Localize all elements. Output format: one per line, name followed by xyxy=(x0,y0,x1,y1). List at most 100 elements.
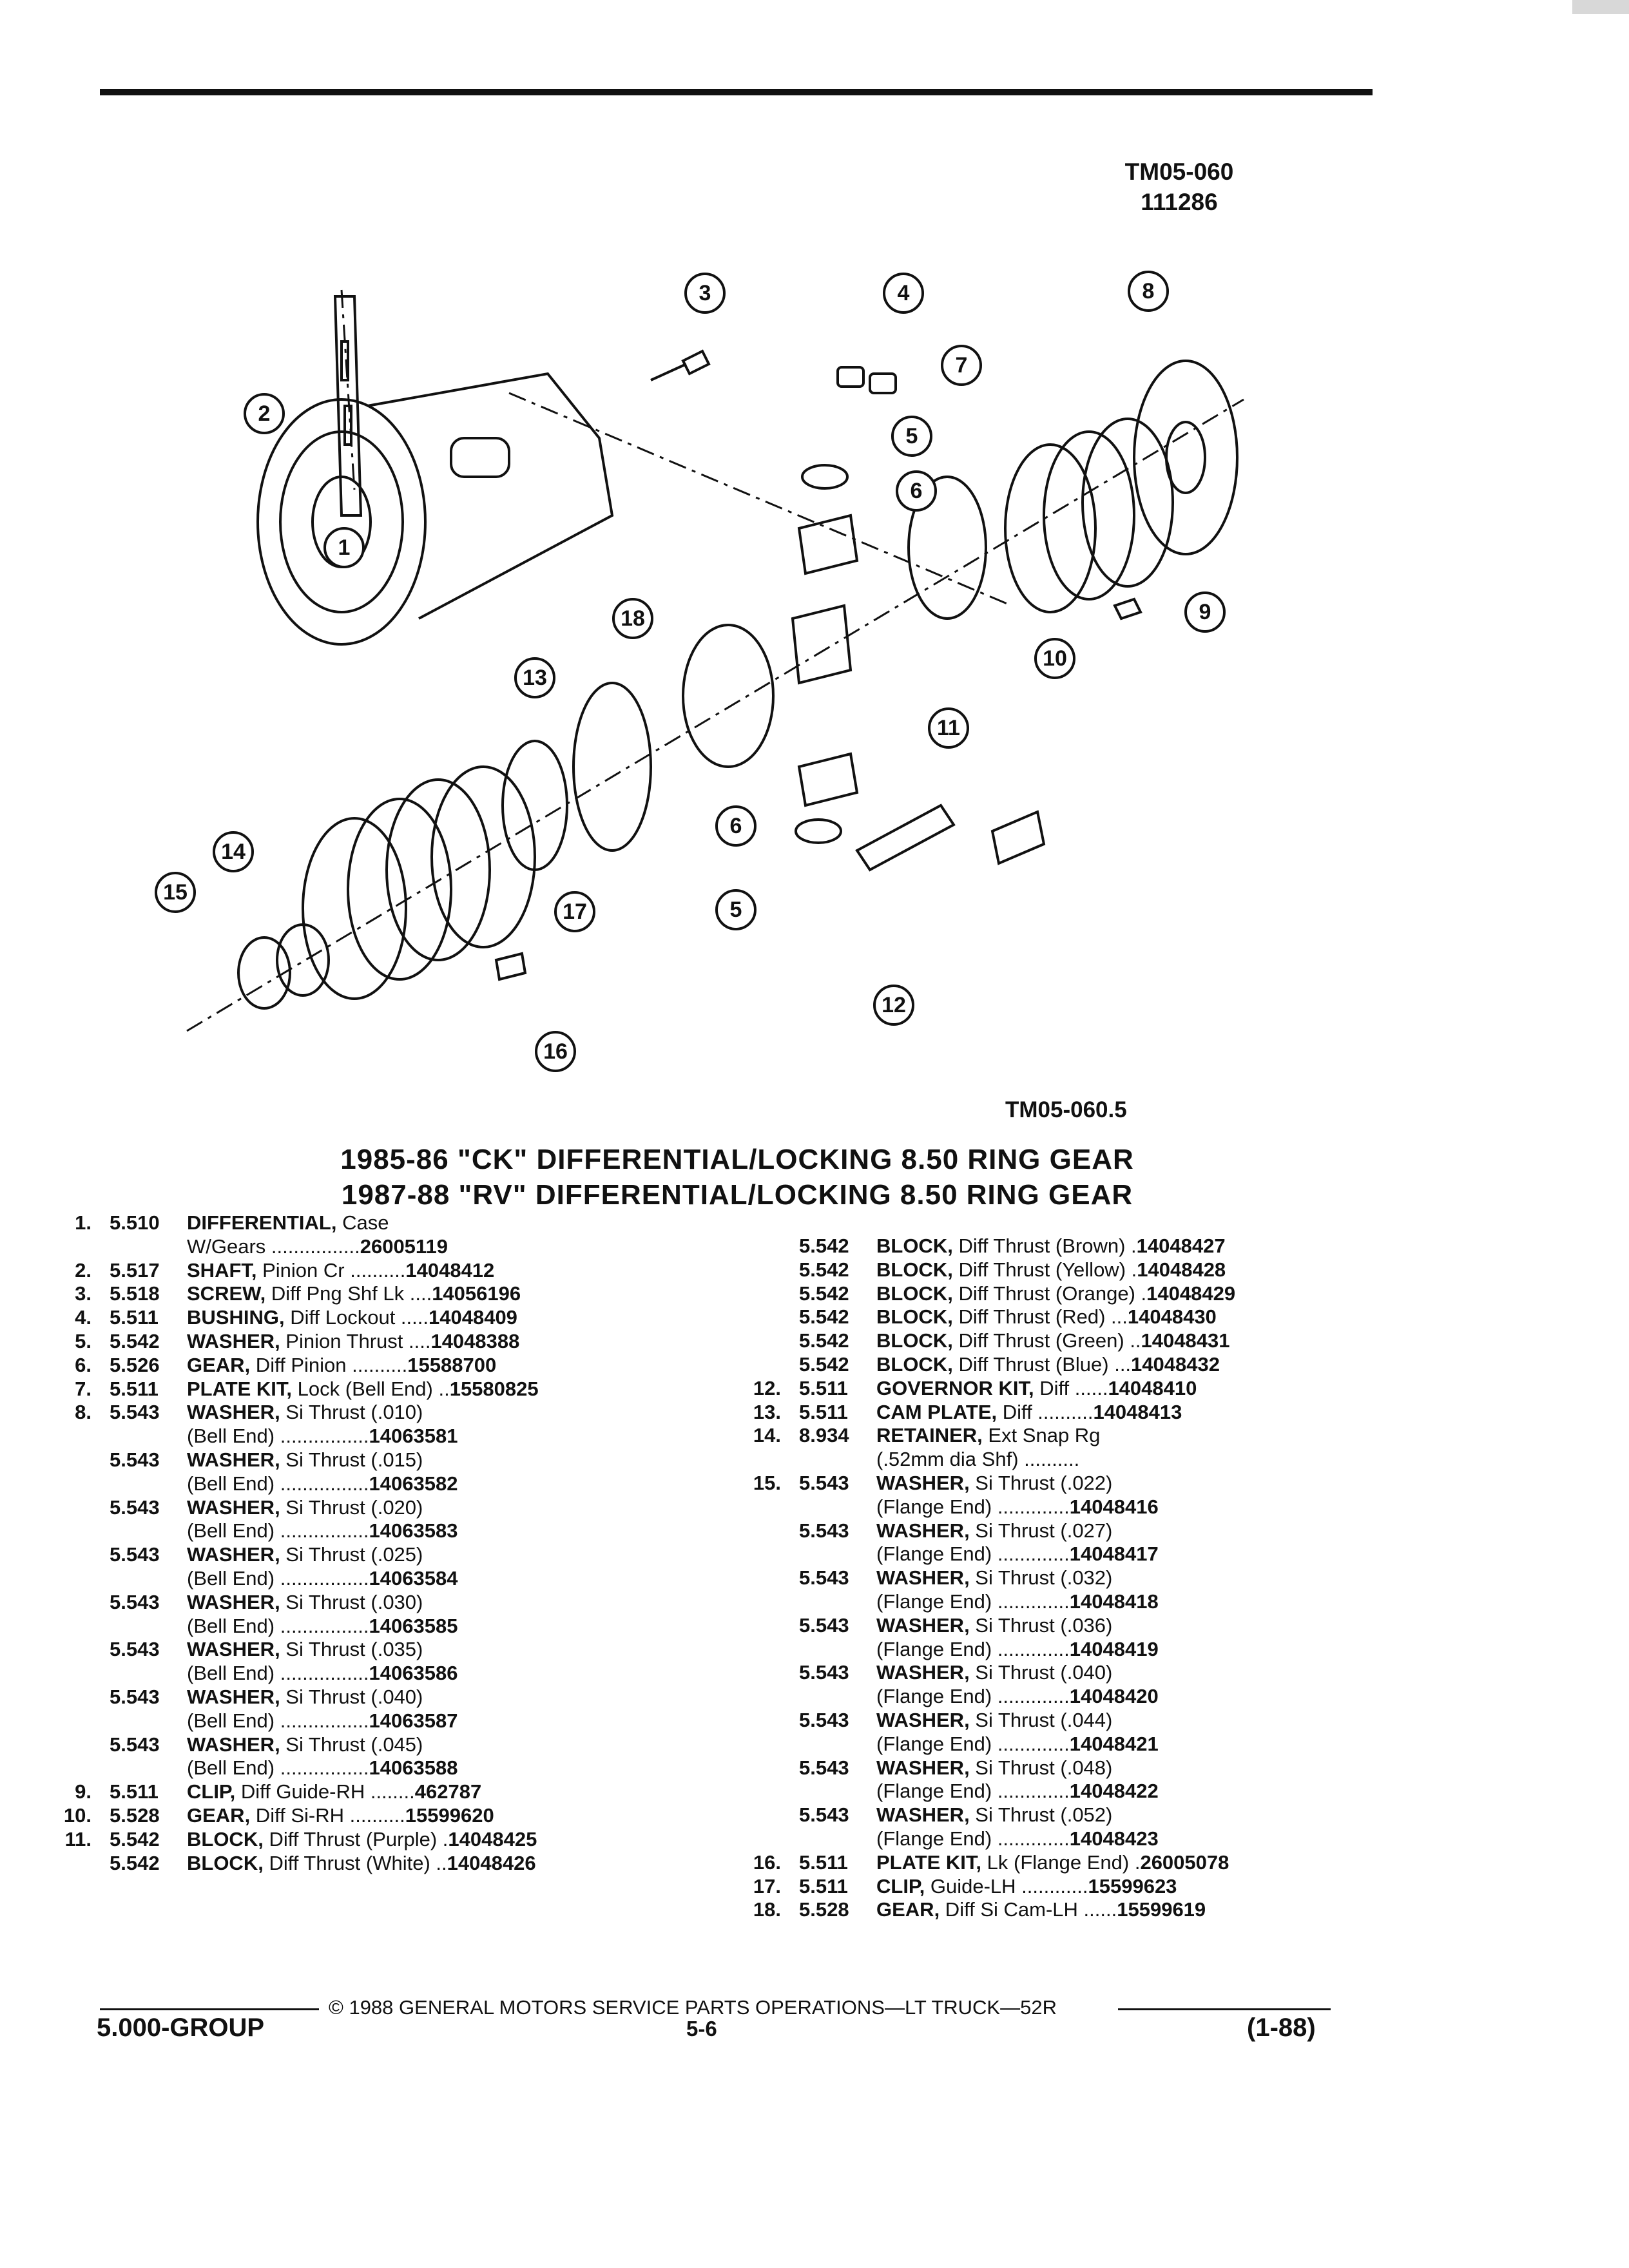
plate-kit-bell-end-part xyxy=(1004,360,1239,613)
item-ref-number xyxy=(715,1590,786,1614)
guide-clip-lh-part xyxy=(494,952,527,981)
part-detail: (Flange End) ............. xyxy=(876,1637,1070,1660)
item-ref-number: 17. xyxy=(753,1874,781,1898)
part-detail: Pinion Cr .......... xyxy=(256,1258,406,1282)
group-number: 8.934 xyxy=(799,1424,849,1447)
group-number xyxy=(786,1780,876,1803)
item-ref-number xyxy=(26,1567,97,1591)
top-rule xyxy=(100,89,1373,95)
part-name: CLIP, xyxy=(876,1874,925,1898)
item-ref-number xyxy=(715,1305,786,1329)
part-number: 14048410 xyxy=(1108,1376,1197,1399)
part-name: WASHER, xyxy=(187,1448,280,1471)
parts-list-row: 5.543 WASHER, Si Thrust (.030) xyxy=(26,1591,715,1615)
part-name: WASHER, xyxy=(876,1613,970,1637)
part-number: 14048388 xyxy=(430,1329,520,1352)
item-ref-number xyxy=(715,1235,786,1258)
group-number xyxy=(786,1733,876,1756)
item-ref-number xyxy=(715,1519,786,1543)
part-description: (Bell End) ................14063584 xyxy=(187,1567,715,1591)
part-number: 14048423 xyxy=(1069,1827,1159,1850)
item-ref-number xyxy=(26,1615,97,1639)
item-ref-number: 10. xyxy=(63,1803,92,1827)
part-description: (Bell End) ................14063581 xyxy=(187,1425,715,1448)
part-detail: Si Thrust (.030) xyxy=(280,1590,423,1613)
part-description: BLOCK, Diff Thrust (White) ..14048426 xyxy=(187,1852,715,1876)
part-description: GOVERNOR KIT, Diff ......14048410 xyxy=(876,1377,1379,1401)
item-ref-number: 7. xyxy=(75,1377,92,1400)
item-ref-number: 3. xyxy=(75,1282,92,1305)
group-number xyxy=(786,1590,876,1614)
thrust-washer-flange-part xyxy=(237,936,291,1010)
part-name: GEAR, xyxy=(876,1898,940,1921)
part-name: BLOCK, xyxy=(876,1235,953,1257)
group-number xyxy=(786,1638,876,1662)
part-number: 26005078 xyxy=(1140,1850,1229,1874)
group-number: 5.511 xyxy=(110,1306,159,1329)
part-name: BUSHING, xyxy=(187,1306,285,1329)
footer-copyright: © 1988 GENERAL MOTORS SERVICE PARTS OPER… xyxy=(329,1996,1057,2019)
plate-kit-flange-end-part xyxy=(302,765,536,1000)
part-detail: Diff ...... xyxy=(1034,1376,1108,1399)
item-ref-number xyxy=(715,1638,786,1662)
part-name: PLATE KIT, xyxy=(187,1377,293,1400)
part-number: 14063583 xyxy=(369,1519,458,1542)
group-number: 5.511 xyxy=(799,1850,848,1874)
part-detail: Diff Png Shf Lk .... xyxy=(265,1282,432,1305)
lock-screw-part xyxy=(650,349,711,381)
part-description: CAM PLATE, Diff ..........14048413 xyxy=(876,1401,1379,1425)
part-description: (Flange End) .............14048417 xyxy=(876,1542,1379,1566)
parts-list-row: (Flange End) .............14048420 xyxy=(715,1685,1379,1709)
part-detail: Si Thrust (.052) xyxy=(969,1803,1113,1827)
part-detail: Diff Thrust (White) .. xyxy=(263,1851,447,1874)
part-description: CLIP, Diff Guide-RH ........462787 xyxy=(187,1780,715,1804)
part-name: SHAFT, xyxy=(187,1258,257,1282)
item-ref-number xyxy=(26,1733,97,1757)
part-name: WASHER, xyxy=(876,1661,970,1684)
part-detail: (Bell End) ................ xyxy=(187,1662,369,1685)
part-detail: Diff Thrust (Green) .. xyxy=(952,1329,1141,1352)
part-description: SCREW, Diff Png Shf Lk ....14056196 xyxy=(187,1282,715,1306)
part-description: WASHER, Si Thrust (.032) xyxy=(876,1566,1379,1590)
part-number: 14048431 xyxy=(1141,1329,1230,1352)
part-name: PLATE KIT, xyxy=(876,1850,982,1874)
part-name: WASHER, xyxy=(876,1756,970,1779)
group-number: 5.543 xyxy=(110,1590,160,1613)
parts-list-row: (Flange End) .............14048417 xyxy=(715,1542,1379,1566)
group-number: 5.511 xyxy=(110,1377,159,1400)
part-name: BLOCK, xyxy=(876,1258,953,1281)
item-ref-number xyxy=(715,1542,786,1566)
item-ref-number xyxy=(715,1614,786,1638)
part-name: WASHER, xyxy=(187,1590,280,1613)
part-number: 15588700 xyxy=(407,1353,497,1376)
footer-group-code: 5.000-GROUP xyxy=(97,2013,265,2042)
part-detail: (Bell End) ................ xyxy=(187,1425,369,1448)
part-detail: Diff Pinion .......... xyxy=(250,1353,408,1376)
group-number: 5.543 xyxy=(110,1638,160,1661)
item-ref-number xyxy=(715,1448,786,1472)
group-number: 5.543 xyxy=(110,1733,160,1756)
group-number: 5.543 xyxy=(799,1803,849,1827)
part-number: 14048432 xyxy=(1131,1352,1220,1376)
item-ref-number xyxy=(26,1591,97,1615)
parts-list-row: (Flange End) .............14048418 xyxy=(715,1590,1379,1614)
group-number xyxy=(97,1235,187,1259)
group-number: 5.517 xyxy=(110,1258,160,1282)
